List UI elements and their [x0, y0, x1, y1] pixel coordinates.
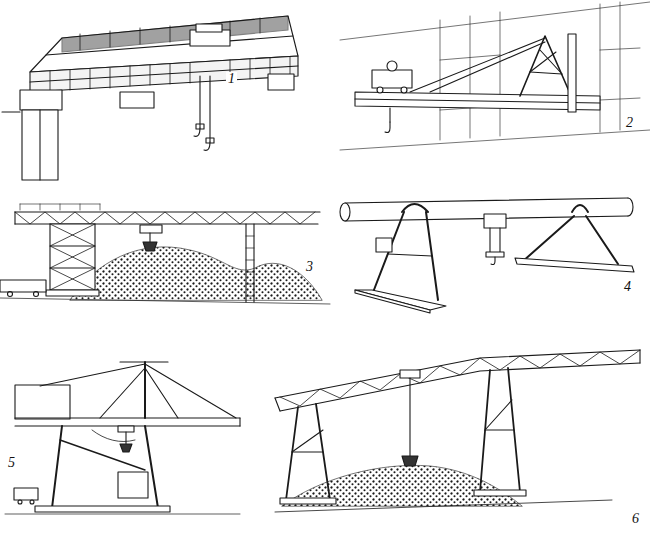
- callout-number: 2: [624, 116, 635, 130]
- wall-jib-crane: [340, 2, 650, 150]
- callout-number: 3: [304, 260, 315, 274]
- callout-number: 4: [622, 280, 633, 294]
- cantilever-gantry-crane: [275, 350, 640, 512]
- single-girder-gantry-crane: [340, 198, 634, 313]
- stockpile-gantry-crane: [0, 204, 330, 304]
- callout-number: 5: [6, 456, 17, 470]
- overhead-bridge-crane: [2, 16, 298, 180]
- callout-number: 1: [226, 72, 237, 86]
- portal-jib-crane: [5, 362, 240, 514]
- callout-number: 6: [630, 512, 641, 526]
